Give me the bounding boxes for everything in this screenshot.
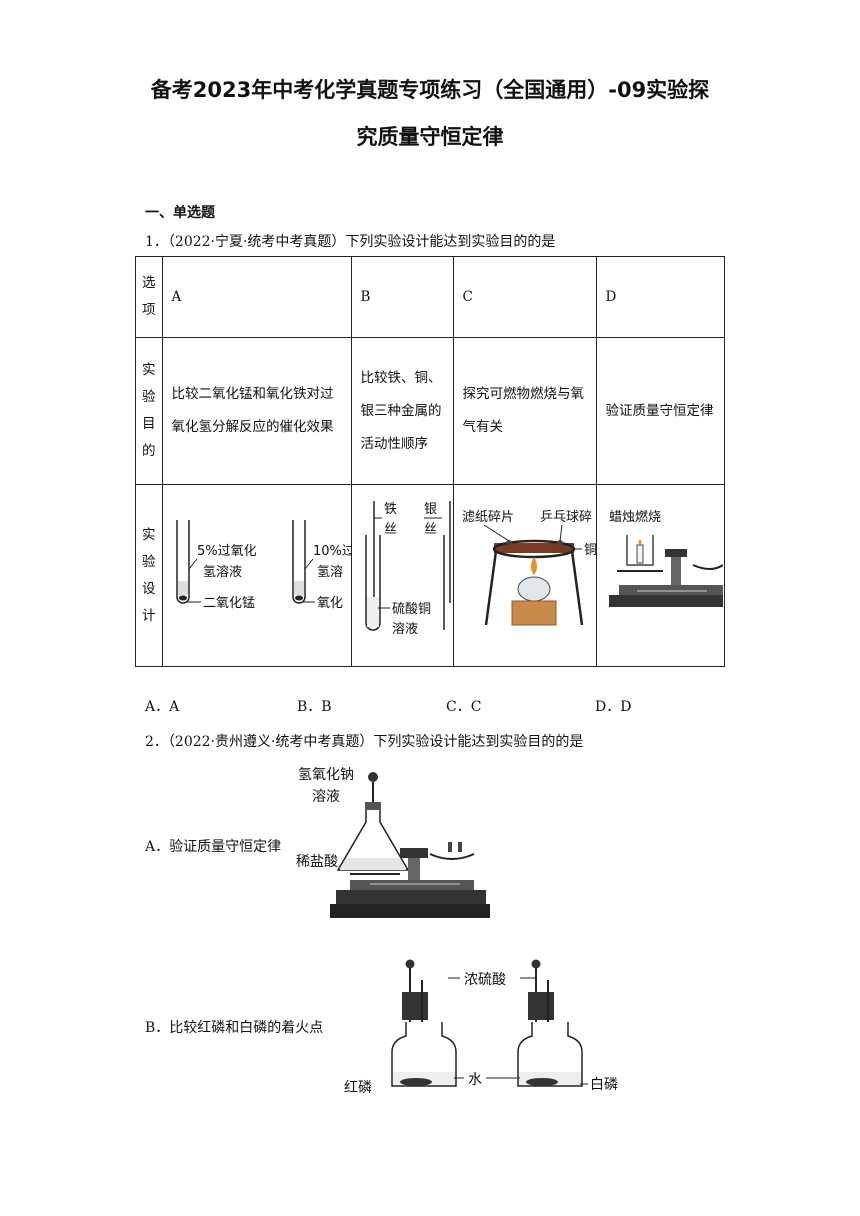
label-h2o2-solution-2: 氢溶 (317, 565, 343, 580)
purpose-c: 探究可燃物燃烧与氧气有关 (452, 337, 597, 485)
label-candle-burning: 蜡烛燃烧 (609, 509, 661, 525)
choice-a[interactable]: A．A (145, 699, 180, 715)
row-header-text: 实验目的 (142, 362, 156, 459)
label-solution: 溶液 (392, 622, 418, 637)
combustion-figure: 滤纸碎片 乒乓球碎 铜 (462, 510, 597, 626)
table-row: 选项 A B C D (135, 256, 725, 338)
option-b-header: B (350, 256, 454, 338)
label-naoh-solution: 溶液 (312, 789, 340, 805)
design-a-cell: 5%过氧化 氢溶液 二氧化锰 10%过 氢溶 氧化 (161, 484, 354, 667)
q2-option-a-label[interactable]: A．验证质量守恒定律 (145, 839, 282, 855)
choice-d[interactable]: D．D (595, 699, 632, 715)
design-c-cell: 滤纸碎片 乒乓球碎 铜 (452, 484, 597, 667)
label-white-phosphorus: 白磷 (590, 1077, 618, 1093)
q2-balance-figure: 氢氧化钠 溶液 稀盐酸 (296, 767, 490, 918)
label-silver: 银 (424, 502, 437, 517)
label-iron-oxide: 氧化 (317, 596, 343, 611)
option-a-header: A (161, 256, 352, 338)
label-red-phosphorus: 红磷 (344, 1080, 372, 1096)
title-line-1: 备考2023年中考化学真题专项练习（全国通用）-09实验探 (150, 78, 710, 102)
table-row: 实验设计 5%过氧化 氢溶液 二氧化锰 10%过 氢溶 氧化 (135, 484, 725, 667)
choice-b[interactable]: B．B (297, 699, 332, 715)
title-line-2: 究质量守恒定律 (356, 125, 504, 149)
choice-c[interactable]: C．C (446, 699, 482, 715)
q2-phosphorus-figure: 浓硫酸 红磷 水 白磷 (344, 959, 618, 1096)
label-mno2: 二氧化锰 (203, 596, 255, 611)
label-5pct-h2o2: 5%过氧化 (197, 544, 257, 559)
label-h2o2-solution: 氢溶液 (203, 565, 242, 580)
label-wire-2: 丝 (424, 522, 437, 537)
question-2-stem: 2．（2022·贵州遵义·统考中考真题）下列实验设计能达到实验目的的是 (145, 734, 584, 750)
purpose-b: 比较铁、铜、银三种金属的活动性顺序 (350, 337, 454, 485)
question-1-stem: 1．（2022·宁夏·统考中考真题）下列实验设计能达到实验目的的是 (145, 234, 556, 250)
table-row: 实验目的 比较二氧化锰和氧化铁对过氧化氢分解反应的催化效果 比较铁、铜、银三种金… (135, 337, 725, 485)
metal-wires-figure: 铁 丝 银 丝 硫酸铜 溶液 (364, 501, 451, 637)
row-header-text: 实验设计 (142, 526, 156, 624)
balance-candle-figure: 蜡烛燃烧 (608, 509, 724, 607)
question-1-table: 选项 A B C D 实验目的 比较二氧化锰和氧化铁对过氧化氢分解反应的催化效果… (135, 256, 725, 667)
section-heading: 一、单选题 (145, 205, 215, 221)
row-header-design: 实验设计 (135, 484, 163, 667)
label-copper-sulfate: 硫酸铜 (392, 602, 431, 617)
row-header-option: 选项 (135, 256, 163, 338)
label-conc-sulfuric: 浓硫酸 (464, 972, 506, 988)
purpose-a: 比较二氧化锰和氧化铁对过氧化氢分解反应的催化效果 (161, 337, 352, 485)
q2-option-b-label[interactable]: B．比较红磷和白磷的着火点 (145, 1020, 324, 1036)
design-b-cell: 铁 丝 银 丝 硫酸铜 溶液 (350, 484, 454, 667)
row-header-purpose: 实验目的 (135, 337, 163, 485)
label-water: 水 (468, 1072, 482, 1088)
label-pingpong: 乒乓球碎 (540, 510, 592, 525)
label-wire: 丝 (384, 522, 397, 537)
purpose-d: 验证质量守恒定律 (595, 337, 725, 485)
design-d-cell: 蜡烛燃烧 (595, 484, 725, 667)
label-copper-plate: 铜 (584, 543, 596, 558)
label-10pct-h2o2: 10%过 (313, 544, 351, 559)
label-naoh: 氢氧化钠 (298, 767, 354, 783)
label-iron: 铁 (384, 502, 397, 517)
label-dilute-hcl: 稀盐酸 (296, 854, 338, 870)
option-c-header: C (452, 256, 597, 338)
row-header-text: 选项 (142, 275, 156, 318)
label-filter-paper: 滤纸碎片 (462, 510, 514, 525)
option-d-header: D (595, 256, 725, 338)
test-tubes-figure: 5%过氧化 氢溶液 二氧化锰 10%过 氢溶 氧化 (175, 520, 354, 611)
